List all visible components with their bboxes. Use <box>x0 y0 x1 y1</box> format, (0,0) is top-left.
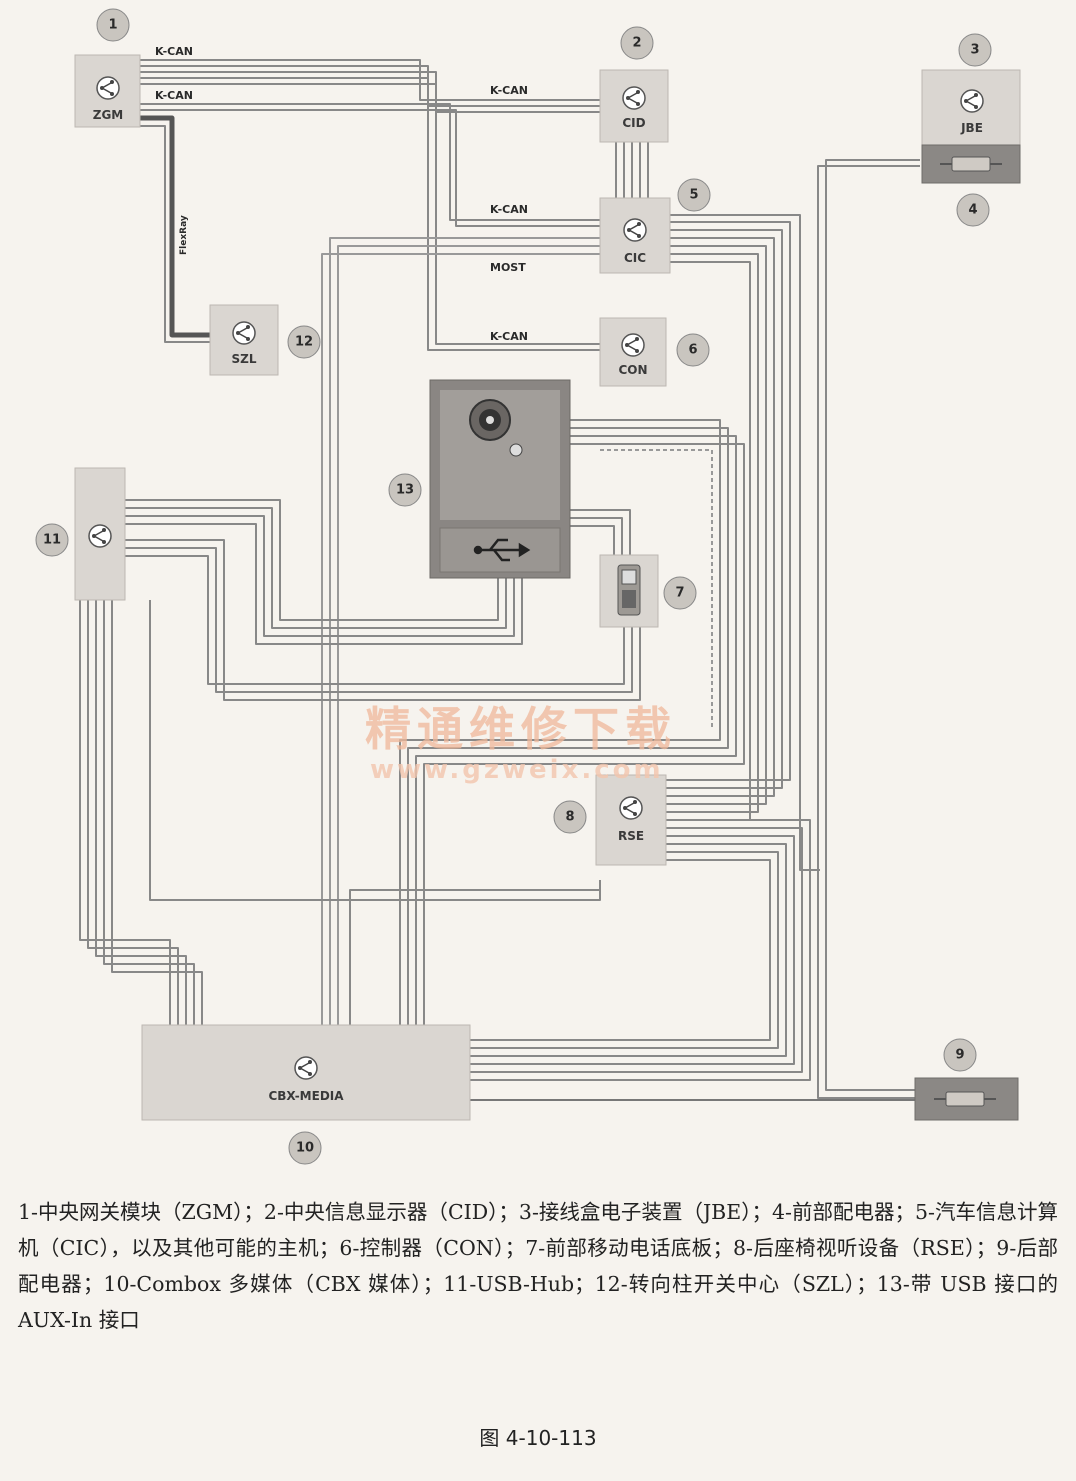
watermark: 精通维修下载 www.gzweix.com <box>365 702 677 785</box>
zgm-label: ZGM <box>93 108 124 122</box>
marker-12: 12 <box>287 325 321 359</box>
kcan-label-2: K-CAN <box>155 89 193 102</box>
cid-label: CID <box>622 116 645 130</box>
kcan-label-cic: K-CAN <box>490 203 528 216</box>
module-usb-hub <box>74 467 126 601</box>
marker-11: 11 <box>35 523 69 557</box>
svg-text:2: 2 <box>632 36 641 51</box>
svg-text:6: 6 <box>688 343 697 358</box>
svg-text:9: 9 <box>955 1048 964 1063</box>
svg-text:7: 7 <box>675 586 684 601</box>
wiring-diagram: ZGM CID JBE CIC CON SZL <box>35 8 1021 1165</box>
module-szl: SZL <box>209 304 279 376</box>
wiring-bundles <box>79 59 920 1101</box>
kcan-label-cid: K-CAN <box>490 84 528 97</box>
marker-2: 2 <box>620 26 654 60</box>
module-cid: CID <box>599 69 669 143</box>
module-phone-cradle <box>599 554 659 628</box>
kcan-label-1: K-CAN <box>155 45 193 58</box>
svg-text:1: 1 <box>108 18 117 33</box>
kcan-label-con: K-CAN <box>490 330 528 343</box>
number-markers: 1 2 3 4 5 6 7 8 9 10 11 12 13 <box>35 8 992 1165</box>
marker-7: 7 <box>663 576 697 610</box>
svg-text:8: 8 <box>565 810 574 825</box>
svg-text:4: 4 <box>968 203 977 218</box>
svg-text:10: 10 <box>296 1141 314 1156</box>
cbx-label: CBX-MEDIA <box>268 1089 344 1103</box>
cic-label: CIC <box>624 251 646 265</box>
szl-label: SZL <box>232 352 257 366</box>
con-label: CON <box>618 363 647 377</box>
module-cbx-media: CBX-MEDIA <box>141 1024 471 1121</box>
rse-label: RSE <box>618 829 644 843</box>
module-con: CON <box>599 317 667 387</box>
most-label: MOST <box>490 261 526 274</box>
svg-text:3: 3 <box>970 43 979 58</box>
marker-1: 1 <box>96 8 130 42</box>
svg-text:11: 11 <box>43 533 61 548</box>
module-front-distribution <box>921 144 1021 184</box>
module-rse: RSE <box>595 774 667 866</box>
svg-text:5: 5 <box>689 188 698 203</box>
module-jbe: JBE <box>921 69 1021 146</box>
module-cic: CIC <box>599 197 671 274</box>
marker-13: 13 <box>388 473 422 507</box>
module-rear-distribution <box>914 1077 1019 1121</box>
watermark-cn: 精通维修下载 <box>365 702 677 756</box>
module-zgm: ZGM <box>74 54 141 128</box>
marker-6: 6 <box>676 333 710 367</box>
watermark-url: www.gzweix.com <box>370 755 664 785</box>
figure-number: 图 4-10-113 <box>479 1426 597 1450</box>
bus-labels: K-CAN K-CAN K-CAN K-CAN MOST K-CAN FlexR… <box>155 45 528 343</box>
jbe-label: JBE <box>960 121 983 135</box>
module-aux-in <box>429 379 571 579</box>
svg-text:13: 13 <box>396 483 414 498</box>
marker-3: 3 <box>958 33 992 67</box>
marker-4: 4 <box>956 193 990 227</box>
flexray-label: FlexRay <box>179 215 189 255</box>
marker-5: 5 <box>677 178 711 212</box>
marker-9: 9 <box>943 1038 977 1072</box>
marker-8: 8 <box>553 800 587 834</box>
svg-text:12: 12 <box>295 335 313 350</box>
usb-icon <box>473 538 531 562</box>
marker-10: 10 <box>288 1131 322 1165</box>
figure-caption: 1-中央网关模块（ZGM）；2-中央信息显示器（CID）；3-接线盒电子装置（J… <box>18 1200 1058 1332</box>
